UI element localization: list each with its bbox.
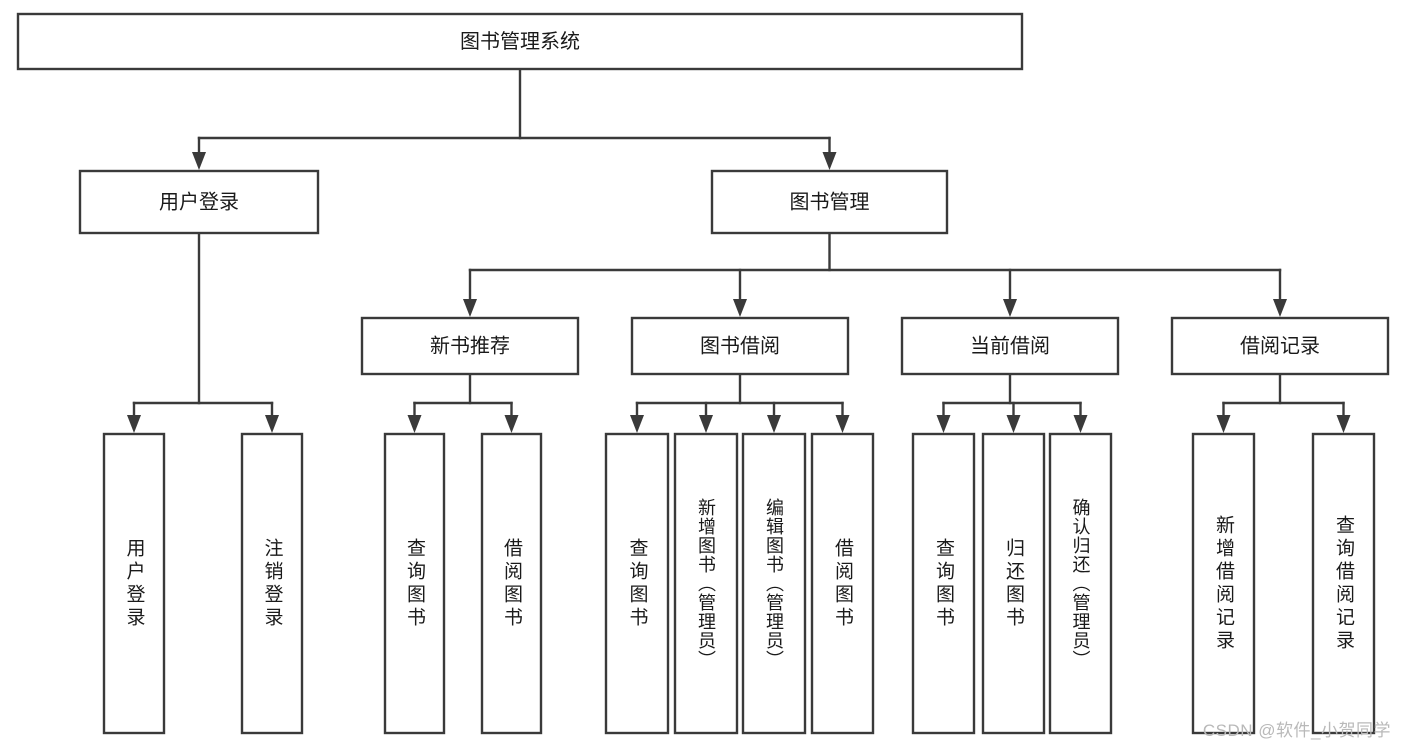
node-box-book-manage[interactable] [710, 169, 949, 235]
node-box-book-borrow[interactable] [630, 316, 850, 376]
node-label-borrow-record: 借阅记录 [1240, 334, 1320, 357]
arrow-head-icon [127, 415, 141, 433]
node-box-borrow-record[interactable] [1170, 316, 1390, 376]
node-box-leaf-return-book[interactable] [981, 432, 1046, 735]
connectors-layer [127, 67, 1351, 433]
node-box-leaf-query-book-2[interactable] [604, 432, 670, 735]
node-box-leaf-edit-book[interactable] [741, 432, 807, 735]
arrow-head-icon [835, 415, 850, 433]
arrow-head-icon [463, 299, 477, 317]
arrow-head-icon [1003, 299, 1017, 317]
node-box-new-book-rec[interactable] [360, 316, 580, 376]
node-box-root[interactable] [16, 12, 1024, 71]
node-box-leaf-query-book-3[interactable] [911, 432, 976, 735]
arrow-head-icon [767, 415, 781, 433]
node-label-new-book-rec: 新书推荐 [430, 334, 510, 357]
node-boxes-layer [16, 12, 1390, 735]
arrow-head-icon [265, 415, 279, 433]
arrow-head-icon [822, 152, 837, 170]
arrow-head-icon [733, 299, 747, 317]
arrow-head-icon [1273, 299, 1287, 317]
node-box-leaf-query-record[interactable] [1311, 432, 1376, 735]
arrow-head-icon [1006, 415, 1021, 433]
arrow-head-icon [936, 415, 951, 433]
node-box-current-borrow[interactable] [900, 316, 1120, 376]
node-box-leaf-user-login[interactable] [102, 432, 166, 735]
arrow-head-icon [1336, 415, 1351, 433]
node-box-leaf-borrow-book-2[interactable] [810, 432, 875, 735]
node-box-leaf-user-logout[interactable] [240, 432, 304, 735]
node-label-root: 图书管理系统 [460, 30, 580, 53]
arrow-head-icon [504, 415, 519, 433]
node-box-leaf-add-record[interactable] [1191, 432, 1256, 735]
node-label-current-borrow: 当前借阅 [970, 334, 1050, 357]
node-box-user-login[interactable] [78, 169, 320, 235]
node-label-user-login: 用户登录 [159, 190, 239, 213]
node-label-book-manage: 图书管理 [790, 190, 870, 213]
node-label-book-borrow: 图书借阅 [700, 334, 780, 357]
arrow-head-icon [407, 415, 422, 433]
arrow-head-icon [699, 415, 713, 433]
node-box-leaf-add-book[interactable] [673, 432, 739, 735]
csdn-watermark: CSDN @软件_小贺同学 [1202, 721, 1391, 740]
arrow-head-icon [1216, 415, 1231, 433]
node-box-leaf-borrow-book-1[interactable] [480, 432, 543, 735]
node-box-leaf-confirm-return[interactable] [1048, 432, 1113, 735]
node-box-leaf-query-book-1[interactable] [383, 432, 446, 735]
arrow-head-icon [1073, 415, 1088, 433]
arrow-head-icon [630, 415, 644, 433]
arrow-head-icon [192, 152, 206, 170]
